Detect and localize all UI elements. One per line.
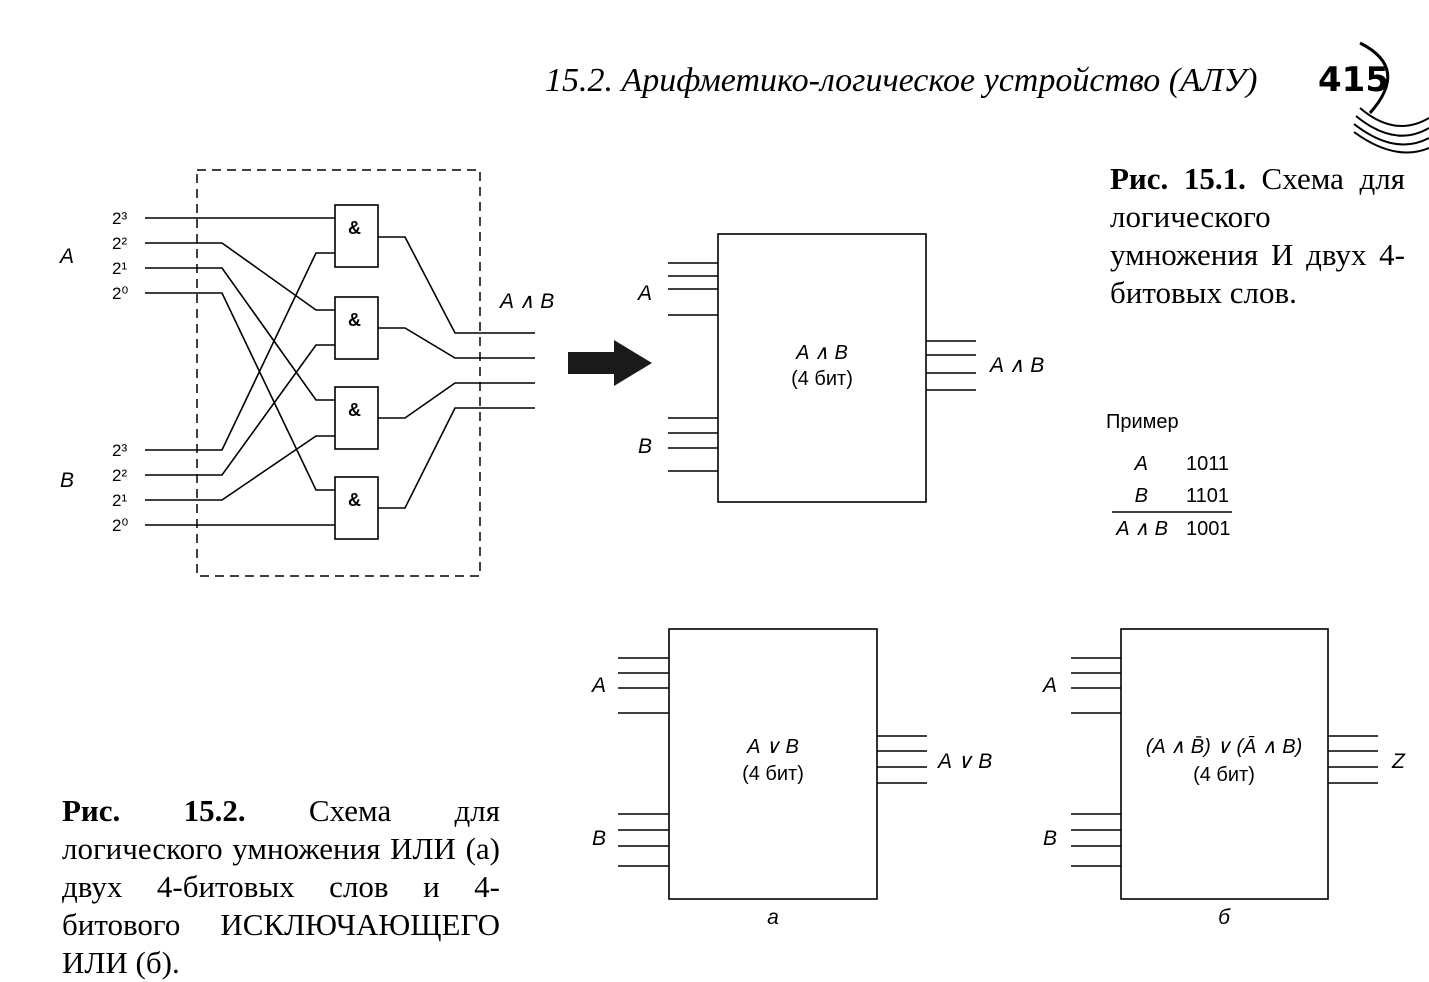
circuit-output-label: A ∧ B bbox=[498, 290, 554, 313]
example-title: Пример bbox=[1106, 411, 1179, 433]
and-block-diagram bbox=[668, 233, 976, 503]
a-bit-label-1: 2¹ bbox=[112, 259, 127, 278]
circuit-dashed-boundary bbox=[196, 169, 481, 577]
block-output-label: A ∧ B bbox=[988, 354, 1044, 377]
page-number: 415 bbox=[1318, 60, 1389, 100]
or-output-label: A ∨ B bbox=[936, 750, 992, 773]
example-label-result: A ∧ B bbox=[1115, 518, 1168, 540]
gate-symbol-3: & bbox=[348, 400, 361, 420]
example-value-a: 1011 bbox=[1186, 453, 1229, 475]
b-input-wires bbox=[145, 252, 335, 526]
xor-function-line2: (4 бит) bbox=[1193, 764, 1255, 786]
or-sublabel: а bbox=[767, 906, 779, 929]
xor-input-b-label: B bbox=[1043, 827, 1057, 850]
a-bit-label-2: 2² bbox=[112, 234, 127, 253]
b-bit-label-3: 2³ bbox=[112, 441, 127, 460]
or-function-line2: (4 бит) bbox=[742, 763, 804, 785]
and-gate-circuit bbox=[145, 169, 535, 577]
block-function-line2: (4 бит) bbox=[791, 368, 853, 390]
xor-input-a-label: A bbox=[1041, 674, 1057, 697]
a-bit-label-0: 2⁰ bbox=[112, 284, 128, 303]
gate-symbol-2: & bbox=[348, 310, 361, 330]
or-input-b-label: B bbox=[592, 827, 606, 850]
block-function-line1: A ∧ B bbox=[795, 342, 848, 364]
and-gate-2 bbox=[334, 296, 379, 360]
figure-15-2-caption-text: Схема для логического умножения ИЛИ (а) … bbox=[62, 793, 500, 980]
b-bit-label-1: 2¹ bbox=[112, 491, 127, 510]
arrow-icon bbox=[568, 340, 652, 386]
b-bit-label-0: 2⁰ bbox=[112, 516, 128, 535]
block-input-a-label: A bbox=[636, 282, 652, 305]
figure-15-1-caption: Рис. 15.1. Схема для логического умножен… bbox=[1110, 160, 1405, 312]
example-value-result: 1001 bbox=[1186, 518, 1231, 540]
gate-symbol-1: & bbox=[348, 218, 361, 238]
figure-15-1-caption-text: Схема для логического умножения И двух 4… bbox=[1110, 161, 1405, 310]
example-label-a: A bbox=[1134, 453, 1148, 475]
figure-15-1-number: Рис. 15.1. bbox=[1110, 161, 1246, 196]
or-input-a-label: A bbox=[590, 674, 606, 697]
circuit-input-a-label: A bbox=[58, 245, 74, 268]
example-value-b: 1101 bbox=[1186, 485, 1229, 507]
xor-function-line1: (A ∧ B̄) ∨ (Ā ∧ B) bbox=[1146, 735, 1303, 758]
or-block bbox=[668, 628, 878, 900]
gate-symbol-4: & bbox=[348, 490, 361, 510]
figure-15-2-caption: Рис. 15.2. Схема для логического умножен… bbox=[62, 792, 500, 982]
xor-block-diagram bbox=[1071, 628, 1378, 900]
a-bit-label-3: 2³ bbox=[112, 209, 127, 228]
xor-output-label: Z bbox=[1391, 750, 1406, 773]
page-corner-ornament bbox=[1353, 41, 1429, 154]
and-block bbox=[717, 233, 927, 503]
or-function-line1: A ∨ B bbox=[746, 736, 799, 758]
gate-output-wires bbox=[378, 236, 535, 509]
and-gate-1 bbox=[334, 204, 379, 268]
xor-block bbox=[1120, 628, 1329, 900]
example-label-b: B bbox=[1135, 485, 1148, 507]
xor-sublabel: б bbox=[1218, 906, 1231, 929]
and-gate-4 bbox=[334, 476, 379, 540]
circuit-input-b-label: B bbox=[60, 469, 74, 492]
figure-15-2-number: Рис. 15.2. bbox=[62, 793, 246, 828]
running-header: 15.2. Арифметико-логическое устройство (… bbox=[545, 62, 1258, 99]
b-bit-label-2: 2² bbox=[112, 466, 127, 485]
block-input-b-label: B bbox=[638, 435, 652, 458]
a-input-wires bbox=[145, 217, 335, 491]
or-block-diagram bbox=[618, 628, 927, 900]
